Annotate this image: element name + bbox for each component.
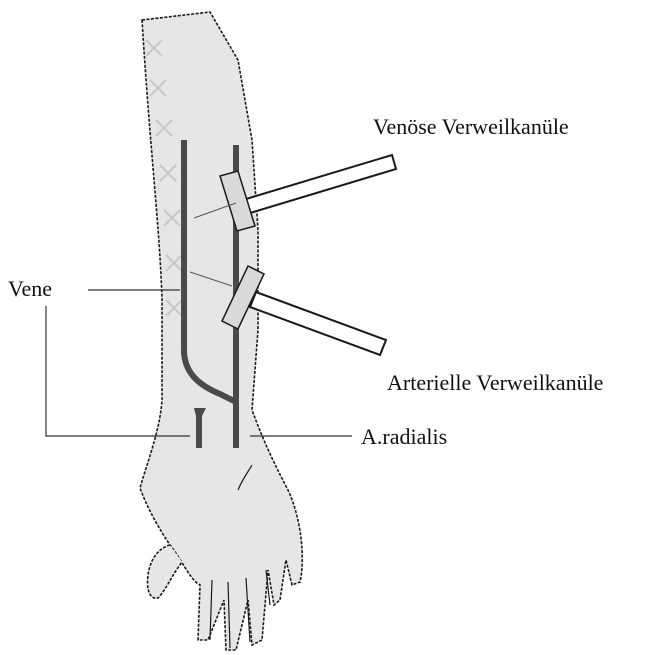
a-radialis-label: A.radialis [361,426,447,448]
venoese-kanuele-label: Venöse Verweilkanüle [373,116,569,138]
venoese-kanuele-needle [246,155,396,213]
vene-label: Vene [8,278,52,300]
arterielle-kanuele-label: Arterielle Verweilkanüle [387,372,603,394]
arterielle-kanuele-needle [250,292,386,355]
